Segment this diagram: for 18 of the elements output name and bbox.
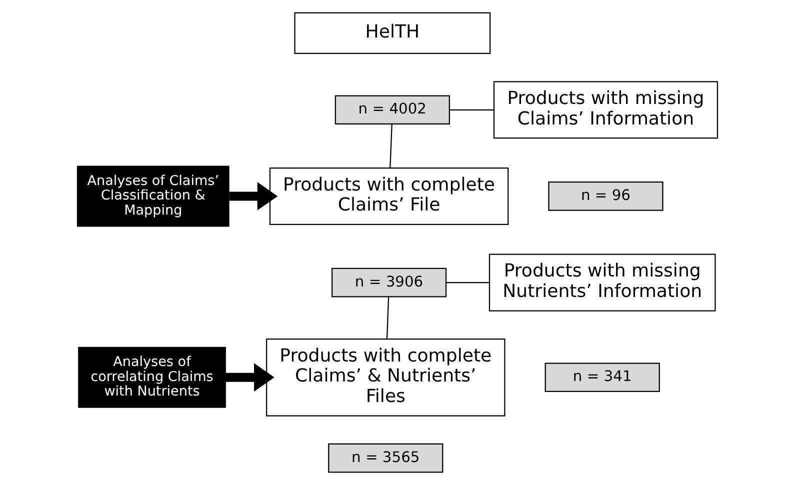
arrow	[229, 182, 278, 210]
arrow	[225, 363, 274, 392]
node-box: Products with complete Claims’ File	[269, 167, 509, 225]
connector	[390, 124, 392, 168]
node-box: n = 3565	[328, 443, 444, 473]
node-box: Products with complete Claims’ & Nutrients’ Files	[266, 338, 506, 416]
node-box: Analyses of Claims’ Classification & Mapping	[76, 166, 230, 227]
connector	[386, 296, 390, 339]
connector	[450, 109, 494, 110]
node-box: Products with missing Nutrients’ Information	[488, 254, 716, 312]
node-box: n = 341	[544, 362, 660, 392]
node-box: n = 96	[548, 182, 664, 211]
node-box: Products with missing Claims’ Information	[493, 81, 718, 139]
node-box: Analyses of correlating Claims with Nutrients	[78, 346, 226, 408]
node-box: HelTH	[294, 12, 491, 54]
node-box: n = 3906	[331, 268, 447, 298]
connector	[446, 282, 490, 284]
node-box: n = 4002	[334, 95, 450, 125]
